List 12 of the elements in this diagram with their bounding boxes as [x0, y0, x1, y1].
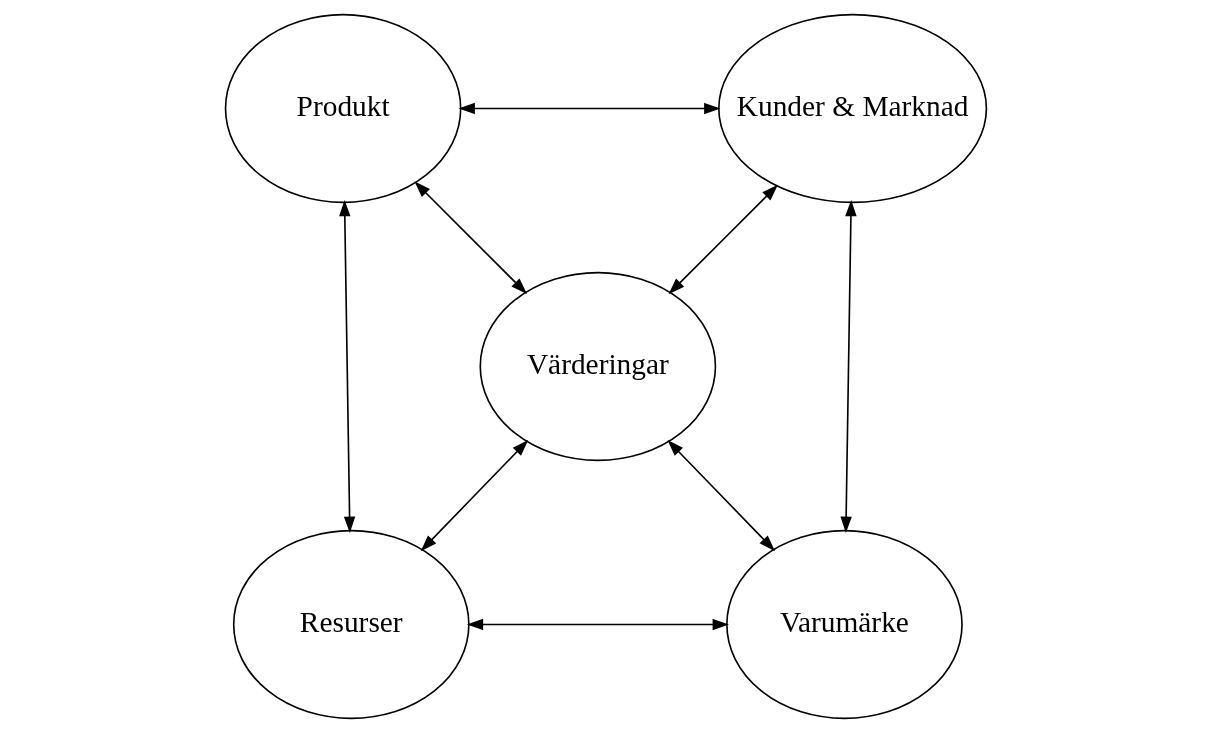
- arrow: [339, 199, 356, 533]
- node-ellipse: Produkt: [224, 13, 462, 204]
- arrow: [668, 184, 778, 295]
- arrow: [840, 199, 857, 533]
- node-ellipse: Värderingar: [479, 271, 717, 462]
- arrow: [667, 440, 775, 552]
- arrow: [466, 618, 729, 631]
- node-ellipse: Varumärke: [726, 529, 963, 720]
- arrow: [420, 440, 529, 552]
- arrow: [414, 181, 528, 295]
- arrow: [458, 102, 721, 115]
- node-ellipse: Resurser: [232, 529, 470, 720]
